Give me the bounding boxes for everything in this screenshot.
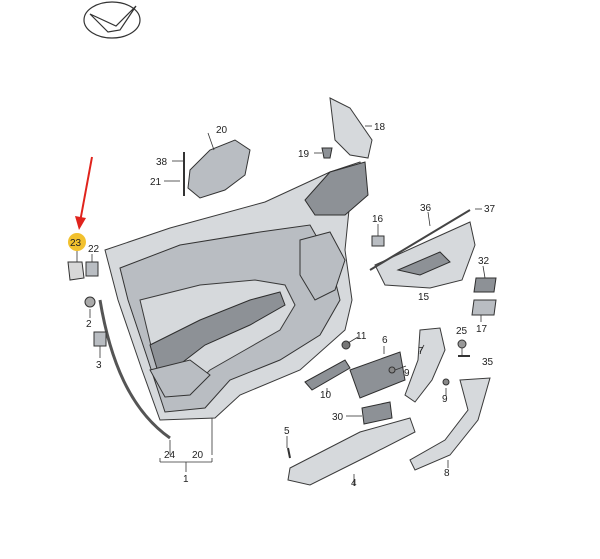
label-3: 3 (96, 360, 102, 371)
label-38: 38 (156, 157, 168, 168)
label-2: 2 (86, 319, 92, 330)
part-5-screw (287, 447, 291, 459)
part-10-handle (304, 359, 351, 391)
part-9-screw (442, 378, 450, 386)
part-15-insert (369, 209, 476, 289)
part-30-switch (361, 401, 393, 425)
label-24: 24 (164, 450, 176, 461)
part-8-strip (409, 377, 491, 471)
label-20-top: 20 (216, 125, 228, 136)
label-32: 32 (478, 256, 490, 267)
part-9b-screw (388, 366, 396, 374)
label-10: 10 (320, 390, 332, 401)
part-6-switch-unit (349, 351, 406, 399)
label-23: 23 (70, 238, 82, 249)
part-16-clip (371, 235, 385, 247)
label-18: 18 (374, 122, 386, 133)
door-trim-panel (104, 161, 369, 421)
label-7: 7 (418, 346, 424, 357)
part-22-clip (85, 261, 99, 277)
part-4-armrest (287, 417, 416, 486)
part-32-switch (473, 277, 497, 293)
brand-emblem-icon (83, 1, 141, 39)
label-1: 1 (183, 474, 189, 485)
part-23-clip (67, 261, 85, 281)
label-8: 8 (444, 468, 450, 479)
label-21: 21 (150, 177, 162, 188)
leader-lines (76, 125, 486, 486)
part-3-cap (93, 331, 107, 347)
label-16: 16 (372, 214, 384, 225)
label-4: 4 (351, 478, 357, 489)
label-30: 30 (332, 412, 344, 423)
part-18-trim (329, 97, 373, 159)
part-2-button (84, 296, 96, 308)
label-6: 6 (382, 335, 388, 346)
label-35: 35 (482, 357, 494, 368)
trim-strip-24 (98, 299, 171, 440)
label-15: 15 (418, 292, 430, 303)
part-20-bracket (187, 139, 251, 199)
highlight-arrow (75, 156, 93, 230)
part-25-clip (457, 339, 467, 349)
highlight-marker-23 (68, 233, 86, 251)
part-19-clip (321, 147, 333, 159)
label-11: 11 (356, 331, 367, 342)
label-9b: 9 (442, 394, 448, 405)
label-36: 36 (420, 203, 432, 214)
part-17-cover (471, 299, 497, 316)
part-labels: 20 38 21 18 19 36 37 16 32 15 17 25 35 1… (70, 122, 496, 489)
label-17: 17 (476, 324, 488, 335)
label-19: 19 (298, 149, 310, 160)
label-25: 25 (456, 326, 468, 337)
label-9a: 9 (404, 368, 410, 379)
label-5: 5 (284, 426, 290, 437)
label-20-bottom: 20 (192, 450, 204, 461)
part-7-trim (404, 327, 446, 403)
label-37: 37 (484, 204, 496, 215)
label-22: 22 (88, 244, 100, 255)
